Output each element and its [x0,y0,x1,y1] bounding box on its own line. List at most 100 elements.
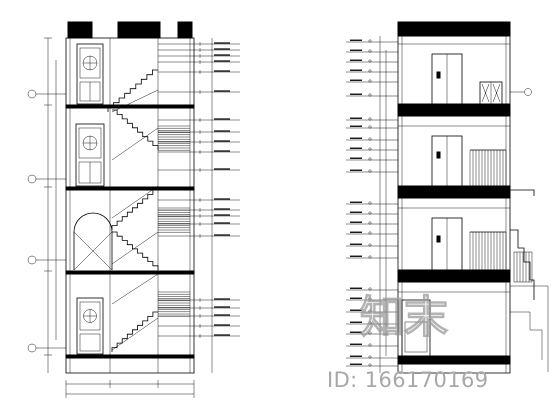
anno-dot [368,363,372,367]
parapet-block-mid [117,21,161,39]
anno-mark [350,79,362,81]
anno-mark [350,169,362,171]
anno-mark [350,363,362,365]
annotation-column-right [346,39,398,367]
anno-mark [350,125,362,127]
handrail-1 [111,89,159,113]
annotation-mark [214,70,230,72]
door-elevation-2 [75,123,105,187]
anno-mark [350,343,362,345]
anno-dot [368,211,372,215]
annotation-mark [214,324,230,326]
anno-dot [368,309,372,313]
annotation-mark [214,90,230,92]
anno-mark [350,117,362,119]
watermark-id: ID: 166170169 [327,368,489,392]
floor-slab-1 [65,104,195,109]
annotation-mark [214,140,230,142]
annotation-mark [214,214,230,216]
roof-parapet [397,21,511,37]
stair-railing-right [469,149,507,270]
anno-dot [368,79,372,83]
anno-dot [368,39,372,43]
anno-dot [368,201,372,205]
external-stair [510,189,549,372]
annotation-mark [214,42,230,44]
annotation-mark [214,60,230,62]
anno-mark [350,321,362,323]
anno-dot [368,137,372,141]
anno-dot [368,355,372,359]
anno-dot [368,157,372,161]
annotation-mark [214,54,230,56]
annotation-mark [214,118,230,120]
annotation-mark [214,314,230,316]
annotation-mark [214,306,230,308]
annotation-mark [214,198,230,200]
annotation-mark [214,168,230,170]
anno-mark [350,157,362,159]
left-section [27,21,240,398]
floor-slab-4 [65,354,195,359]
anno-mark [350,331,362,333]
door-right-1 [431,53,463,105]
anno-dot [368,231,372,235]
anno-mark [350,69,362,71]
annotation-mark [214,298,230,300]
handrail-4 [111,231,159,265]
floor-band-2 [397,185,511,199]
anno-mark [350,255,362,257]
door-right-2 [431,135,463,187]
parapet-block-left [67,21,93,39]
anno-mark [350,147,362,149]
anno-dot [368,125,372,129]
anno-mark [350,49,362,51]
anno-dot [368,221,372,225]
level-markers-right [510,88,532,96]
arched-opening [73,212,113,271]
annotation-mark [214,48,230,50]
anno-dot [368,147,372,151]
annotation-mark [214,130,230,132]
annotation-leaders-left [158,38,240,373]
stair-flights-left [107,69,159,352]
anno-dot [368,93,372,97]
stair-hatch-left [158,125,190,317]
floor-band-4 [397,355,511,365]
annotation-mark [214,334,230,336]
floor-slab-2 [65,186,195,191]
door-elevation-1 [76,43,104,105]
anno-mark [350,309,362,311]
anno-mark [350,231,362,233]
handrail-2 [111,127,159,161]
anno-dot [368,169,372,173]
annotation-mark [214,208,230,210]
anno-mark [350,93,362,95]
anno-mark [350,243,362,245]
anno-dot [368,343,372,347]
level-markers-left [27,89,66,353]
handrail-6 [111,317,159,351]
watermark-logo: 知末 [359,291,448,343]
anno-mark [350,211,362,213]
anno-mark [350,39,362,41]
anno-dot [368,49,372,53]
handrail-5 [111,273,159,305]
bottom-dimension [65,380,195,398]
door-right-3 [431,217,463,271]
anno-dot [368,287,372,291]
floor-band-1 [397,103,511,117]
window-right-1 [479,81,503,105]
anno-mark [350,201,362,203]
handrail-3 [111,185,159,219]
anno-mark [350,137,362,139]
anno-mark [350,297,362,299]
watermark-logo-text: 知末 [360,292,448,343]
anno-dot [368,117,372,121]
anno-dot [368,59,372,63]
floor-band-3 [397,269,511,283]
right-dimension-chain [379,36,387,373]
outer-wall-right [397,35,511,374]
anno-dot [368,255,372,259]
